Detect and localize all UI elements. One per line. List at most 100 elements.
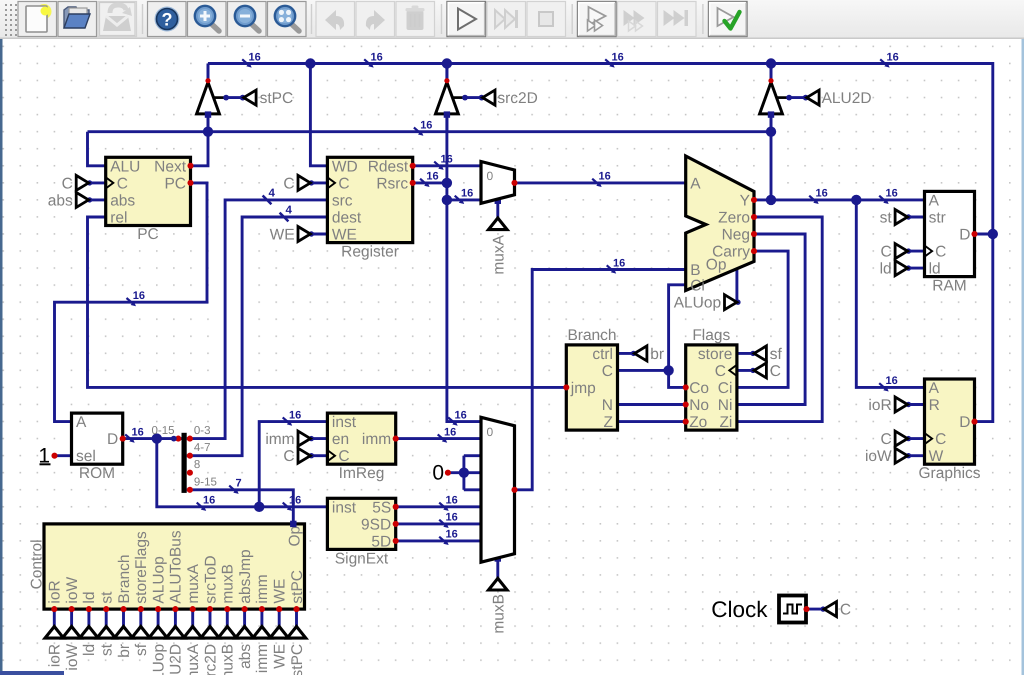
svg-text:16: 16 <box>446 529 458 541</box>
svg-text:Clock: Clock <box>711 597 768 622</box>
svg-text:No: No <box>689 397 709 414</box>
svg-text:dest: dest <box>332 210 362 227</box>
svg-text:16: 16 <box>887 51 899 63</box>
svg-text:C: C <box>935 431 946 448</box>
svg-text:16: 16 <box>289 495 301 507</box>
svg-text:16: 16 <box>289 409 301 421</box>
svg-text:Ci: Ci <box>690 277 705 294</box>
svg-text:Carry: Carry <box>712 244 750 261</box>
svg-text:store: store <box>698 346 732 363</box>
svg-text:ioW: ioW <box>64 644 81 671</box>
svg-text:C: C <box>935 244 946 261</box>
svg-text:Flags: Flags <box>692 327 730 344</box>
svg-text:ld: ld <box>81 644 98 656</box>
svg-text:8: 8 <box>194 459 200 471</box>
svg-text:stPC: stPC <box>289 644 306 675</box>
svg-text:st: st <box>99 591 116 604</box>
svg-text:16: 16 <box>203 495 215 507</box>
svg-text:Branch: Branch <box>567 327 616 344</box>
svg-text:abs: abs <box>110 192 135 209</box>
svg-text:16: 16 <box>599 171 611 183</box>
svg-text:jmp: jmp <box>570 380 596 397</box>
svg-text:16: 16 <box>886 188 898 200</box>
svg-text:inst: inst <box>332 414 357 431</box>
svg-text:src2D: src2D <box>497 90 537 107</box>
svg-text:br: br <box>650 346 664 363</box>
svg-text:Op: Op <box>287 526 304 547</box>
svg-text:C: C <box>338 448 349 465</box>
svg-text:Graphics: Graphics <box>918 465 980 482</box>
svg-text:W: W <box>929 448 944 465</box>
svg-text:imm: imm <box>362 431 391 448</box>
svg-text:ALUop: ALUop <box>150 556 167 603</box>
svg-text:st: st <box>99 643 116 656</box>
svg-text:ld: ld <box>81 592 98 604</box>
svg-text:src: src <box>332 192 353 209</box>
svg-text:sf: sf <box>133 643 150 656</box>
svg-text:A: A <box>76 414 87 431</box>
svg-text:src2D: src2D <box>202 644 219 675</box>
svg-text:ImReg: ImReg <box>339 465 385 482</box>
svg-text:16: 16 <box>461 188 473 200</box>
svg-text:9SD: 9SD <box>361 516 391 533</box>
svg-text:0: 0 <box>432 462 444 485</box>
svg-text:srcToD: srcToD <box>202 555 219 603</box>
svg-text:WE: WE <box>270 227 295 244</box>
svg-text:ioR: ioR <box>47 580 64 603</box>
svg-text:5D: 5D <box>371 533 391 550</box>
svg-text:st: st <box>880 210 893 227</box>
svg-text:C: C <box>117 175 128 192</box>
svg-text:muxA: muxA <box>185 563 202 603</box>
svg-text:Register: Register <box>341 243 399 260</box>
svg-text:N: N <box>602 397 613 414</box>
svg-text:WE: WE <box>332 227 357 244</box>
svg-text:ALU: ALU <box>110 158 140 175</box>
svg-text:Zi: Zi <box>719 414 732 431</box>
svg-text:?: ? <box>162 10 173 30</box>
svg-text:0-3: 0-3 <box>194 425 211 437</box>
svg-text:storeFlags: storeFlags <box>133 531 150 604</box>
svg-text:muxB: muxB <box>220 644 237 675</box>
svg-text:imm: imm <box>265 431 294 448</box>
svg-text:Z: Z <box>604 414 613 431</box>
svg-text:ALUop: ALUop <box>150 644 167 675</box>
svg-text:ALU2D: ALU2D <box>168 644 185 675</box>
svg-text:16: 16 <box>446 495 458 507</box>
svg-text:en: en <box>332 431 349 448</box>
svg-text:16: 16 <box>613 257 625 269</box>
svg-text:5S: 5S <box>372 499 391 516</box>
svg-text:C: C <box>770 363 781 380</box>
svg-text:Next: Next <box>154 158 187 175</box>
svg-text:D: D <box>959 414 970 431</box>
svg-text:ioR: ioR <box>868 397 891 414</box>
svg-text:ALUop: ALUop <box>674 295 721 312</box>
svg-text:16: 16 <box>133 290 145 302</box>
svg-text:16: 16 <box>426 171 438 183</box>
svg-text:16: 16 <box>455 409 467 421</box>
svg-text:abs: abs <box>237 644 254 669</box>
svg-text:C: C <box>283 175 294 192</box>
svg-text:ctrl: ctrl <box>592 346 613 363</box>
svg-text:ALUToBus: ALUToBus <box>168 530 185 603</box>
svg-text:sf: sf <box>770 346 783 363</box>
svg-text:ioW: ioW <box>64 577 81 604</box>
svg-text:D: D <box>959 227 970 244</box>
svg-text:SignExt: SignExt <box>335 550 389 567</box>
svg-text:Control: Control <box>29 539 46 589</box>
svg-text:R: R <box>929 397 940 414</box>
svg-text:sel: sel <box>76 448 96 465</box>
svg-text:0: 0 <box>487 425 494 439</box>
svg-text:PC: PC <box>164 175 186 192</box>
svg-text:16: 16 <box>249 51 261 63</box>
svg-text:Neg: Neg <box>722 227 750 244</box>
svg-text:Zero: Zero <box>718 210 750 227</box>
svg-text:Op: Op <box>706 256 727 273</box>
svg-text:C: C <box>880 244 891 261</box>
svg-text:C: C <box>283 448 294 465</box>
svg-text:16: 16 <box>816 188 828 200</box>
svg-text:C: C <box>62 175 73 192</box>
svg-text:16: 16 <box>441 154 453 166</box>
svg-text:C: C <box>715 363 726 380</box>
svg-text:muxB: muxB <box>490 594 507 634</box>
svg-text:C: C <box>840 602 851 619</box>
